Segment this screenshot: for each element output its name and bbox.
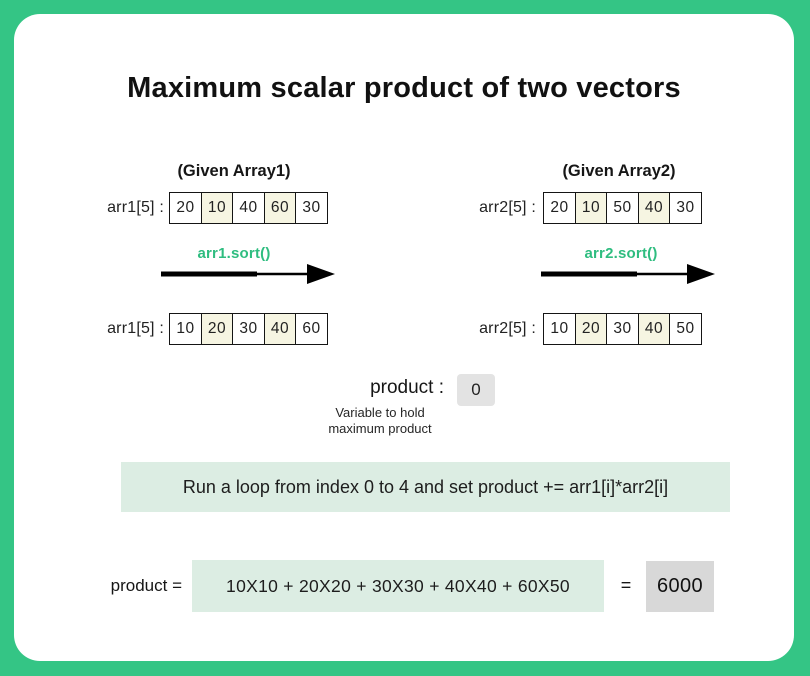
array2-heading: (Given Array2)	[562, 162, 676, 180]
right-arrow-icon	[539, 259, 717, 285]
array-cell: 60	[263, 192, 297, 224]
right-arrow-icon	[159, 259, 337, 285]
product-caption: Variable to hold maximum product	[294, 405, 466, 436]
array-cell: 50	[606, 192, 639, 224]
array-cell: 20	[574, 313, 608, 345]
array-cell: 40	[637, 313, 671, 345]
array-cell: 40	[637, 192, 671, 224]
array-cell: 10	[543, 313, 576, 345]
content-card: Maximum scalar product of two vectors (G…	[14, 14, 794, 661]
result-value: 6000	[646, 561, 714, 612]
array-cell: 30	[232, 313, 265, 345]
array1-sorted-label: arr1[5] :	[107, 320, 164, 337]
product-caption-line1: Variable to hold	[335, 405, 425, 420]
array-cell: 10	[200, 192, 234, 224]
array-cell: 10	[169, 313, 202, 345]
array-cell: 20	[200, 313, 234, 345]
array-cell: 20	[543, 192, 576, 224]
array1-heading: (Given Array1)	[177, 162, 291, 180]
array1-sort-label: arr1.sort()	[197, 245, 271, 262]
product-initial-value: 0	[457, 374, 495, 406]
array2-given-label: arr2[5] :	[479, 199, 536, 216]
array2-sorted-label: arr2[5] :	[479, 320, 536, 337]
array-cell: 40	[263, 313, 297, 345]
array-cell: 60	[295, 313, 328, 345]
page-title: Maximum scalar product of two vectors	[127, 72, 681, 104]
equals-sign: =	[620, 575, 632, 595]
result-label: product =	[110, 576, 182, 595]
result-expression: 10X10 + 20X20 + 30X30 + 40X40 + 60X50	[192, 560, 604, 612]
array-cell: 30	[669, 192, 702, 224]
array-cell: 20	[169, 192, 202, 224]
array-cell: 10	[574, 192, 608, 224]
array-cell: 40	[232, 192, 265, 224]
loop-instruction: Run a loop from index 0 to 4 and set pro…	[121, 462, 730, 512]
array-cell: 30	[295, 192, 328, 224]
product-caption-line2: maximum product	[328, 420, 432, 436]
array2-sort-label: arr2.sort()	[584, 245, 658, 262]
product-variable-label: product :	[370, 377, 444, 398]
array-cell: 50	[669, 313, 702, 345]
array1-given-label: arr1[5] :	[107, 199, 164, 216]
array-cell: 30	[606, 313, 639, 345]
